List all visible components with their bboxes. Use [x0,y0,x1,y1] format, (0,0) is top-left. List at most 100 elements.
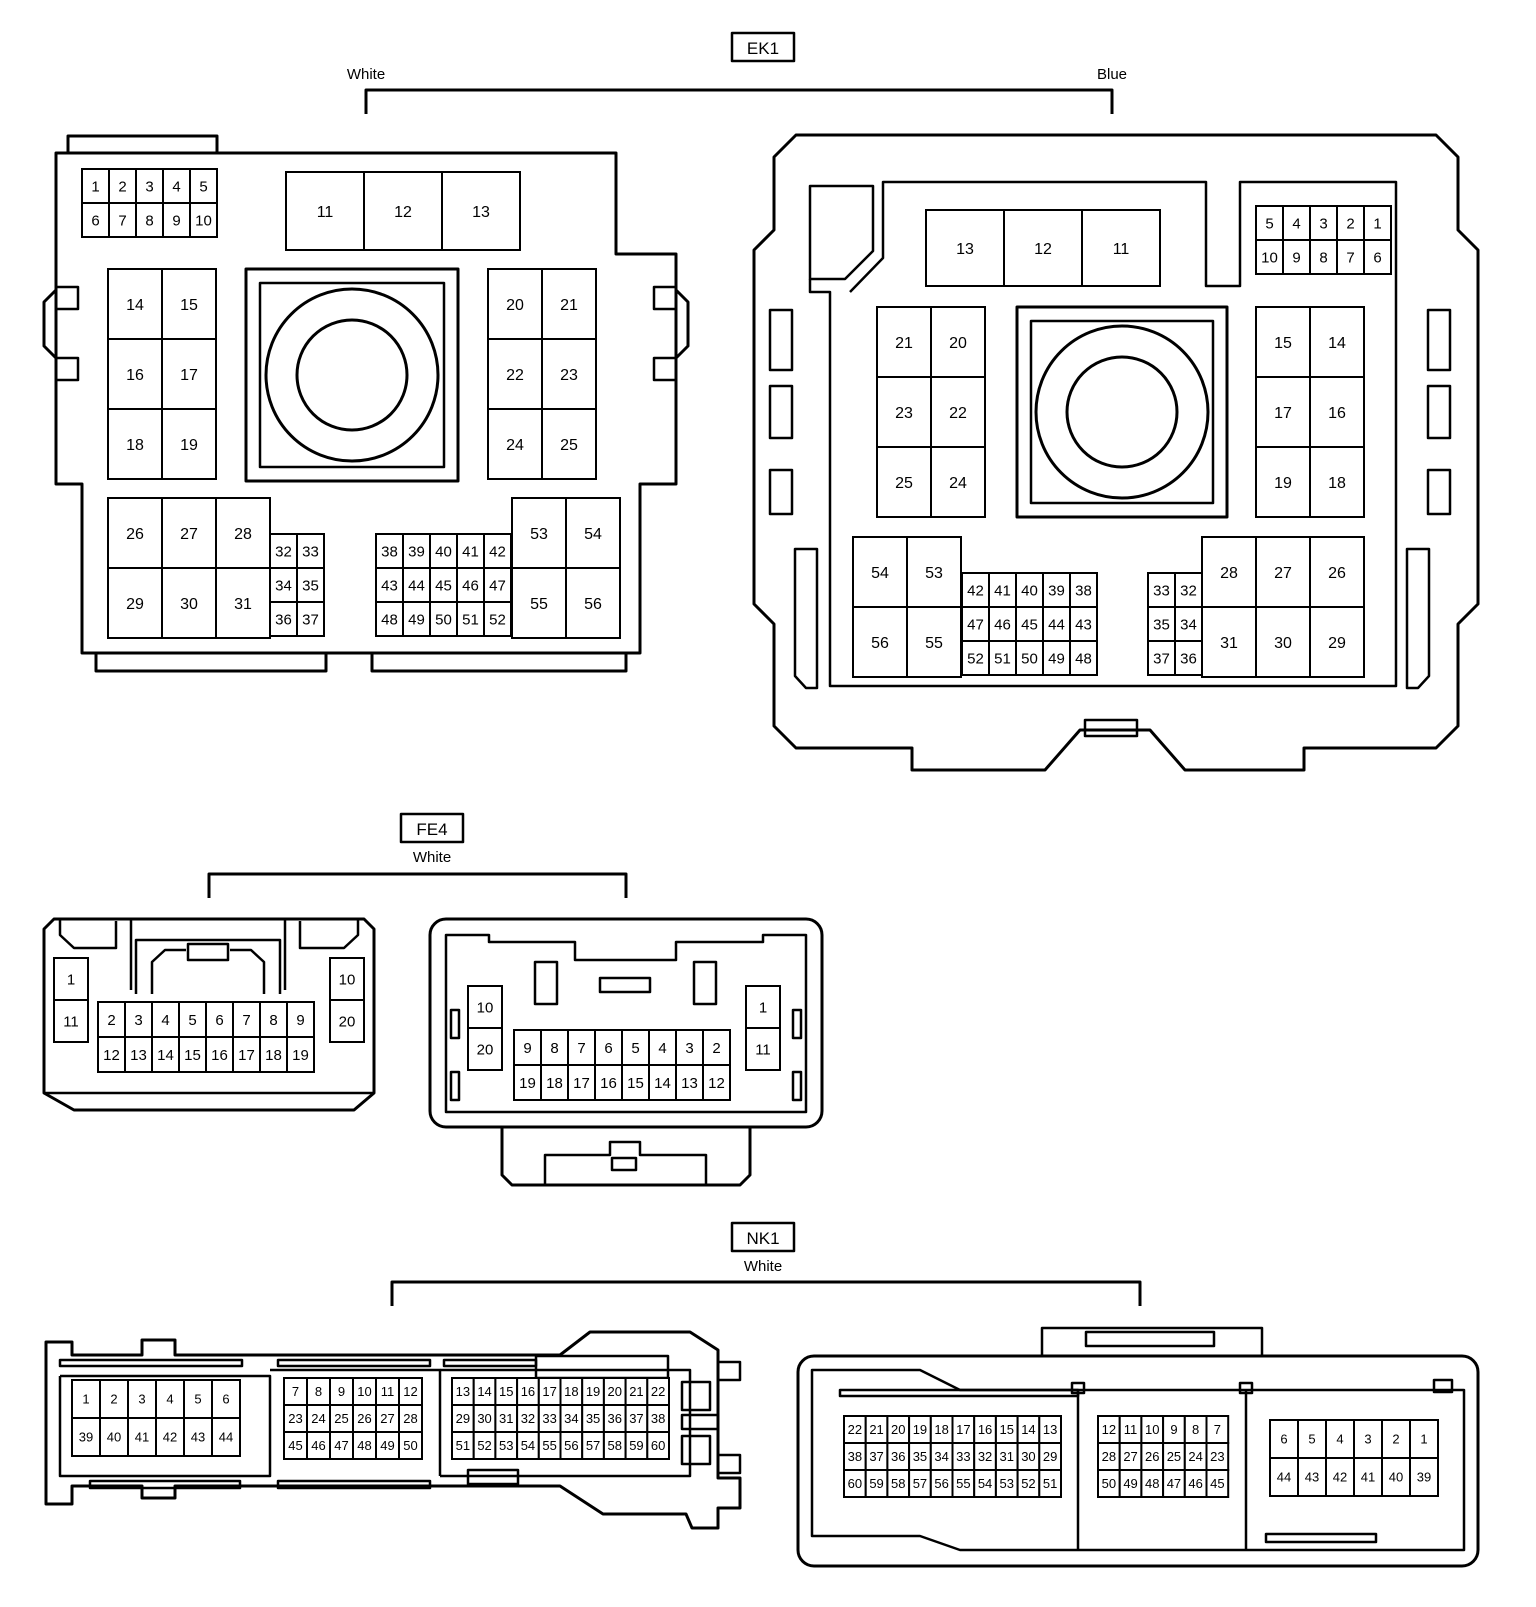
nk1-bracket [390,1280,1142,1306]
pin-number: 46 [311,1438,325,1453]
pin-cell: 14 [1309,306,1365,378]
pin-number: 1 [1373,215,1381,232]
pin-number: 48 [1075,650,1092,667]
pin-number: 38 [651,1411,665,1426]
pin-cell: 44 [1269,1457,1299,1497]
pin-cell: 46 [456,567,485,603]
pin-number: 50 [403,1438,417,1453]
pin-cell: 39 [402,533,431,569]
pin-cell: 7 [108,202,137,238]
pin-number: 40 [1021,582,1038,599]
pin-cell: 23 [541,338,597,410]
pin-number: 31 [1000,1449,1014,1464]
pin-number: 36 [1180,650,1197,667]
pin-number: 7 [292,1384,299,1399]
pin-number: 50 [1102,1476,1116,1491]
pin-number: 27 [380,1411,394,1426]
pin-cavity [161,338,217,410]
pin-cell: 3 [1309,205,1338,241]
pin-cavity [565,497,621,569]
pin-number: 8 [315,1384,322,1399]
pin-cavity [1282,239,1311,275]
pin-number: 40 [107,1430,121,1445]
pin-cell: 31 [994,1442,1019,1471]
pin-number: 45 [435,577,452,594]
pin-cell: 50 [429,601,458,637]
pin-cell: 45 [429,567,458,603]
pin-cell: 56 [852,606,908,678]
pin-cell: 3 [124,1001,153,1038]
pin-cavity [329,999,365,1043]
pin-number: 48 [381,611,398,628]
pin-cell: 13 [441,171,521,251]
pin-cavity [71,1379,101,1419]
pin-cavity [398,1431,423,1460]
pin-cavity [1309,239,1338,275]
pin-cell: 24 [487,408,543,480]
pin-number: 7 [1214,1422,1221,1437]
pin-cell: 33 [296,533,325,569]
pin-number: 13 [456,1384,470,1399]
pin-cell: 26 [1140,1442,1165,1471]
pin-number: 46 [1188,1476,1202,1491]
pin-cell: 51 [451,1431,475,1460]
pin-number: 6 [1373,249,1381,266]
pin-number: 54 [978,1476,992,1491]
pin-number: 57 [913,1476,927,1491]
pin-number: 23 [560,367,578,384]
pin-cell: 10 [189,202,218,238]
pin-number: 30 [477,1411,491,1426]
pin-cell: 55 [906,606,962,678]
pin-cell: 2 [99,1379,129,1419]
pin-cell: 20 [886,1415,911,1444]
pin-number: 24 [506,437,524,454]
pin-cavity [189,202,218,238]
pin-cell: 23 [283,1404,308,1433]
pin-cell: 12 [97,1036,126,1073]
pin-cavity [1309,205,1338,241]
pin-number: 41 [994,582,1011,599]
pin-number: 15 [1274,335,1292,352]
pin-cavity [429,601,458,637]
pin-cavity [988,606,1017,642]
pin-cell: 17 [537,1377,562,1406]
pin-cavity [53,999,89,1043]
pin-number: 40 [1389,1470,1403,1485]
pin-number: 22 [651,1384,665,1399]
pin-cell: 53 [994,1469,1019,1498]
pin-number: 41 [462,543,479,560]
pin-number: 18 [546,1075,563,1092]
pin-cell: 13 [451,1377,475,1406]
pin-cell: 9 [1162,1415,1186,1444]
pin-number: 4 [658,1040,666,1057]
pin-cell: 42 [961,572,990,608]
pin-number: 35 [586,1411,600,1426]
pin-cavity [567,1064,596,1101]
pin-cell: 4 [155,1379,185,1419]
pin-number: 51 [462,611,479,628]
pin-number: 11 [317,204,334,221]
pin-number: 25 [334,1411,348,1426]
pin-number: 37 [629,1411,643,1426]
pin-cavity [876,306,932,378]
pin-number: 44 [408,577,425,594]
pin-cell: 31 [494,1404,519,1433]
pin-cell: 27 [1255,536,1311,608]
pin-number: 4 [166,1392,173,1407]
pin-number: 10 [477,999,494,1016]
pin-number: 1 [1420,1432,1427,1447]
pin-number: 37 [1153,650,1170,667]
pin-number: 23 [1210,1449,1224,1464]
pin-cavity [487,408,543,480]
pin-cell: 17 [567,1064,596,1101]
pin-number: 12 [403,1384,417,1399]
pin-number: 52 [477,1438,491,1453]
pin-number: 15 [180,297,198,314]
pin-cavity [1381,1457,1411,1497]
pin-cell: 17 [161,338,217,410]
pin-cell: 44 [1042,606,1071,642]
pin-cell: 40 [1381,1457,1411,1497]
pin-cell: 5 [183,1379,213,1419]
pin-number: 35 [302,577,319,594]
